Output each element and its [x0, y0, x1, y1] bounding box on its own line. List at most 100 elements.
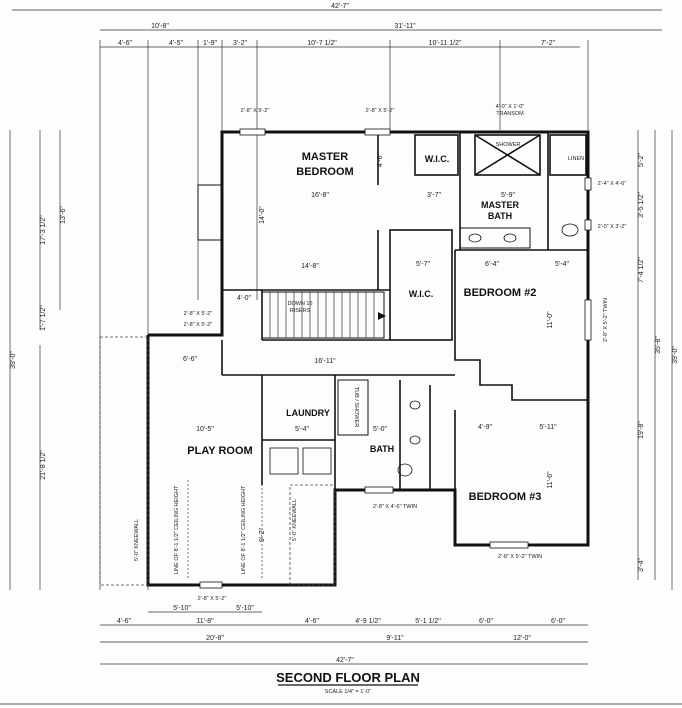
idim-19: 14'-0": [259, 206, 266, 224]
idim-10: 5'-7": [416, 261, 430, 268]
dim-bottom-row2-1: 9'-11": [386, 635, 404, 642]
room-wic-mid: W.I.C.: [409, 289, 434, 299]
dim-top-row3-5: 10'-11 1/2": [429, 40, 462, 47]
dim-play-b: 5'-10": [236, 605, 254, 612]
top-dimensions: 42'-7" 10'-8" 31'-11" 4'-6" 4'-5" 1'-9" …: [12, 3, 662, 590]
room-tub-shower: TUB / SHOWER: [353, 387, 359, 427]
room-laundry: LAUNDRY: [286, 408, 330, 418]
room-master-bedroom-2: BEDROOM: [296, 166, 353, 178]
note-window-w4: 2'-8" X 5'-2": [184, 322, 213, 328]
dim-right-6: 3'-4": [638, 558, 645, 572]
idim-6: 4'-9": [478, 424, 492, 431]
dim-top-row3-1: 4'-5": [169, 40, 183, 47]
dim-bottom-row1-6: 6'-0": [551, 618, 565, 625]
note-window-play: 2'-8" X 5'-2": [198, 596, 227, 602]
idim-13: 4'-6": [377, 153, 384, 167]
idim-18: 4'-0": [237, 295, 251, 302]
idim-1: 14'-8": [301, 263, 319, 270]
notes: DOWN 16 RISERS 4'-0" X 1'-0" TRANSOM 5'-…: [134, 104, 626, 602]
dim-play-a: 5'-10": [173, 605, 191, 612]
idim-3: 10'-5": [196, 426, 214, 433]
note-window-r1: 2'-4" X 4'-6": [598, 181, 627, 187]
idim-9: 5'-4": [555, 261, 569, 268]
dim-bottom-row2-0: 20'-8": [206, 635, 224, 642]
plan-scale: SCALE 1/4" = 1'-0": [325, 689, 371, 695]
dim-right-5: 19'-8": [638, 421, 645, 439]
note-kneewall-right: 5'-0" KNEEWALL: [292, 499, 298, 541]
dim-right-1: 3'-5 1/2": [638, 192, 645, 218]
right-dimensions: 5'-2" 3'-5 1/2" 7'-4 1/2" 35'-8" 39'-0" …: [637, 130, 679, 590]
idim-5: 5'-0": [373, 426, 387, 433]
idim-17: 9'-2": [259, 528, 266, 542]
dim-top-row3-3: 3'-2": [233, 40, 247, 47]
room-bedroom-2: BEDROOM #2: [464, 287, 537, 299]
room-shower: SHOWER: [496, 142, 521, 148]
windows: [199, 128, 592, 589]
room-labels: MASTER BEDROOM W.I.C. MASTER BATH SHOWER…: [187, 142, 584, 503]
interior-walls: [187, 132, 588, 580]
dim-left-4: 21'-8 1/2": [40, 450, 47, 480]
idim-12: 3'-7": [427, 192, 441, 199]
room-master-bedroom-1: MASTER: [302, 151, 349, 163]
stairs: [261, 291, 386, 339]
note-transom-2: TRANSOM: [496, 111, 524, 117]
note-window-w3: 2'-8" X 5'-2": [184, 311, 213, 317]
dim-right-0: 5'-2": [638, 153, 645, 167]
dim-bottom-row2-2: 12'-0": [513, 635, 531, 642]
dim-bottom-row1-0: 4'-6": [117, 618, 131, 625]
dim-left-2: 1'-7 1/2": [40, 305, 47, 331]
bottom-dimensions: 5'-10" 5'-10" 4'-6" 11'-8" 4'-6" 4'-9 1/…: [100, 605, 588, 665]
idim-7: 5'-11": [539, 424, 557, 431]
idim-15: 11'-6": [547, 471, 554, 489]
idim-2: 16'-11": [314, 358, 336, 365]
note-window-w1: 2'-8" X 5'-2": [241, 108, 270, 114]
room-master-bath-1: MASTER: [481, 200, 520, 210]
idim-4: 5'-4": [295, 426, 309, 433]
dim-left-0: 17'-3 1/2": [40, 215, 47, 245]
dim-left-3: 39'-0": [10, 351, 17, 369]
note-kneewall-left: 5'-0" KNEEWALL: [134, 519, 140, 561]
dim-right-4: 39'-0": [672, 346, 679, 364]
note-ceiling-2: LINE OF 8'-1 1/2" CEILING HEIGHT: [241, 485, 247, 575]
plan-title: SECOND FLOOR PLAN: [276, 670, 420, 685]
dim-overall-bottom: 42'-7": [336, 657, 354, 664]
stairs-label-2: RISERS: [290, 308, 311, 314]
idim-8: 6'-4": [485, 261, 499, 268]
dim-top-row3-4: 10'-7 1/2": [307, 40, 337, 47]
room-bedroom-3: BEDROOM #3: [469, 491, 542, 503]
left-dimensions: 17'-3 1/2" 13'-6" 1'-7 1/2" 39'-0" 21'-8…: [9, 130, 67, 590]
idim-0: 16'-8": [311, 192, 329, 199]
dim-bottom-row1-1: 11'-8": [196, 618, 214, 625]
note-transom-1: 4'-0" X 1'-0": [496, 104, 525, 110]
dim-top-row2-b: 31'-11": [394, 23, 416, 30]
note-window-bed2-twin: 2'-8" X 5'-2" TWIN: [603, 298, 609, 342]
dim-bottom-row1-3: 4'-9 1/2": [355, 618, 381, 625]
room-master-bath-2: BATH: [488, 211, 512, 221]
room-bath: BATH: [370, 444, 394, 454]
dim-left-1: 13'-6": [60, 206, 67, 224]
dim-top-row3-0: 4'-6": [118, 40, 132, 47]
room-wic-top: W.I.C.: [425, 154, 450, 164]
dim-right-2: 7'-4 1/2": [638, 257, 645, 283]
dim-top-row3-6: 7'-2": [541, 40, 555, 47]
note-window-r2: 2'-0" X 3'-2": [598, 224, 627, 230]
dim-bottom-row1-5: 6'-0": [479, 618, 493, 625]
dim-bottom-row1-2: 4'-6": [305, 618, 319, 625]
exterior-walls: [99, 130, 590, 587]
dim-overall-top: 42'-7": [331, 3, 349, 10]
stairs-label-1: DOWN 16: [287, 301, 312, 307]
dim-right-3: 35'-8": [655, 336, 662, 354]
room-play-room: PLAY ROOM: [187, 445, 252, 457]
note-ceiling-1: LINE OF 8'-1 1/2" CEILING HEIGHT: [174, 485, 180, 575]
idim-14: 11'-0": [547, 311, 554, 329]
note-window-w2: 2'-8" X 5'-2": [366, 108, 395, 114]
note-window-bed3-twin: 2'-8" X 5'-2" TWIN: [498, 554, 542, 560]
dim-bottom-row1-4: 5'-1 1/2": [415, 618, 441, 625]
note-window-bath-twin: 2'-8" X 4'-6" TWIN: [373, 504, 417, 510]
dim-top-row2-a: 10'-8": [151, 23, 169, 30]
idim-16: 6'-6": [183, 356, 197, 363]
room-linen: LINEN: [568, 156, 584, 162]
interior-dimensions: 16'-8" 14'-8" 16'-11" 10'-5" 5'-4" 5'-0"…: [183, 153, 569, 542]
idim-11: 5'-9": [501, 192, 515, 199]
